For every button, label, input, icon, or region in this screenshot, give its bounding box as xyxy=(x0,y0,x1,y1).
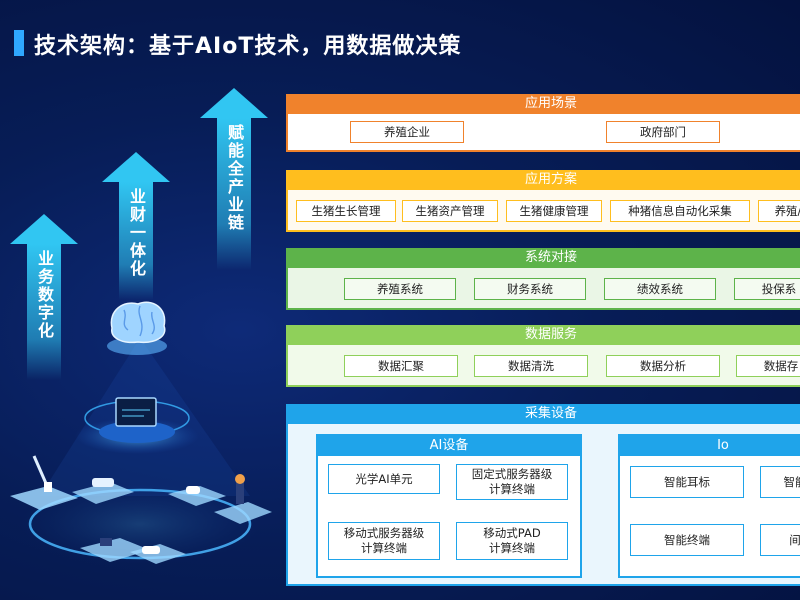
chip-performance-system: 绩效系统 xyxy=(604,278,716,300)
arrow-label: 业财一体化 xyxy=(127,188,146,278)
layer-application-solution: 应用方案 生猪生长管理 生猪资产管理 生猪健康管理 种猪信息自动化采集 养殖/ xyxy=(286,170,800,232)
chip-smart-ear-tag: 智能耳标 xyxy=(630,466,744,498)
chip-breeding-more: 养殖/ xyxy=(758,200,800,222)
chip-pig-health: 生猪健康管理 xyxy=(506,200,602,222)
chip-pig-assets: 生猪资产管理 xyxy=(402,200,498,222)
chip-government-department: 政府部门 xyxy=(606,121,720,143)
layer-data-service: 数据服务 数据汇聚 数据清洗 数据分析 数据存 xyxy=(286,325,800,387)
layer-header: 数据服务 xyxy=(286,325,800,345)
sensor-icon xyxy=(44,482,52,492)
farm-ring xyxy=(10,455,272,564)
arrow-shaft: 业务数字化 xyxy=(27,244,61,380)
chip-insurance-system: 投保系 xyxy=(734,278,800,300)
layer-header: 应用方案 xyxy=(286,170,800,190)
aiot-illustration xyxy=(10,301,272,564)
chip-breeding-pig-info: 种猪信息自动化采集 xyxy=(610,200,750,222)
island-icon xyxy=(72,482,134,504)
layer-body: 养殖企业 政府部门 xyxy=(286,114,800,152)
chip-mobile-server-terminal: 移动式服务器级 计算终端 xyxy=(328,522,440,560)
arrow-head-icon xyxy=(10,214,78,244)
layer-system-integration: 系统对接 养殖系统 财务系统 绩效系统 投保系 xyxy=(286,248,800,310)
chip-data-aggregation: 数据汇聚 xyxy=(344,355,458,377)
arrow-business-finance: 业财一体化 xyxy=(102,152,170,300)
chip-iot-more: 间 xyxy=(760,524,800,556)
pig-icon xyxy=(142,546,160,554)
island-icon xyxy=(10,486,78,510)
title-accent-bar xyxy=(14,30,24,56)
layer-application-scenario: 应用场景 养殖企业 政府部门 xyxy=(286,94,800,152)
arrow-head-icon xyxy=(102,152,170,182)
device-icon xyxy=(100,538,112,546)
layer-body: AI设备 光学AI单元 固定式服务器级 计算终端 移动式服务器级 计算终端 移动… xyxy=(286,424,800,586)
layer-header: 应用场景 xyxy=(286,94,800,114)
pig-icon xyxy=(92,478,114,487)
pig-icon xyxy=(186,486,200,494)
group-header: Io xyxy=(620,436,800,456)
island-icon xyxy=(168,486,226,506)
worker-icon xyxy=(236,482,244,504)
chip-optical-ai-unit: 光学AI单元 xyxy=(328,464,440,494)
group-ai-devices: AI设备 光学AI单元 固定式服务器级 计算终端 移动式服务器级 计算终端 移动… xyxy=(316,434,582,578)
arrow-industry-chain: 赋能全产业链 xyxy=(200,88,268,270)
arrow-business-digitalization: 业务数字化 xyxy=(10,214,78,380)
chip-data-storage: 数据存 xyxy=(736,355,800,377)
computer-screen-icon xyxy=(75,397,199,454)
arrow-label: 赋能全产业链 xyxy=(225,124,244,232)
chip-breeding-system: 养殖系统 xyxy=(344,278,456,300)
layer-body: 数据汇聚 数据清洗 数据分析 数据存 xyxy=(286,345,800,387)
layer-header: 采集设备 xyxy=(286,404,800,424)
chip-data-analysis: 数据分析 xyxy=(606,355,720,377)
chip-fixed-server-terminal: 固定式服务器级 计算终端 xyxy=(456,464,568,500)
chip-smart-device: 智能 xyxy=(760,466,800,498)
arrow-shaft: 赋能全产业链 xyxy=(217,118,251,270)
arrow-label: 业务数字化 xyxy=(35,250,54,340)
chip-mobile-pad-terminal: 移动式PAD 计算终端 xyxy=(456,522,568,560)
chip-pig-growth: 生猪生长管理 xyxy=(296,200,396,222)
arrow-head-icon xyxy=(200,88,268,118)
group-iot-devices: Io 智能耳标 智能 智能终端 间 xyxy=(618,434,800,578)
layer-collection-devices: 采集设备 AI设备 光学AI单元 固定式服务器级 计算终端 移动式服务器级 计算… xyxy=(286,404,800,586)
chip-smart-terminal: 智能终端 xyxy=(630,524,744,556)
chip-data-cleaning: 数据清洗 xyxy=(474,355,588,377)
chip-finance-system: 财务系统 xyxy=(474,278,586,300)
layer-body: 生猪生长管理 生猪资产管理 生猪健康管理 种猪信息自动化采集 养殖/ xyxy=(286,190,800,232)
layer-body: 养殖系统 财务系统 绩效系统 投保系 xyxy=(286,268,800,310)
layer-header: 系统对接 xyxy=(286,248,800,268)
island-icon xyxy=(214,502,272,524)
arrow-shaft: 业财一体化 xyxy=(119,182,153,300)
page-title: 技术架构：基于AIoT技术，用数据做决策 xyxy=(34,34,462,59)
group-header: AI设备 xyxy=(318,436,580,456)
brain-icon xyxy=(107,301,167,355)
chip-breeding-enterprise: 养殖企业 xyxy=(350,121,464,143)
island-icon xyxy=(80,538,150,562)
